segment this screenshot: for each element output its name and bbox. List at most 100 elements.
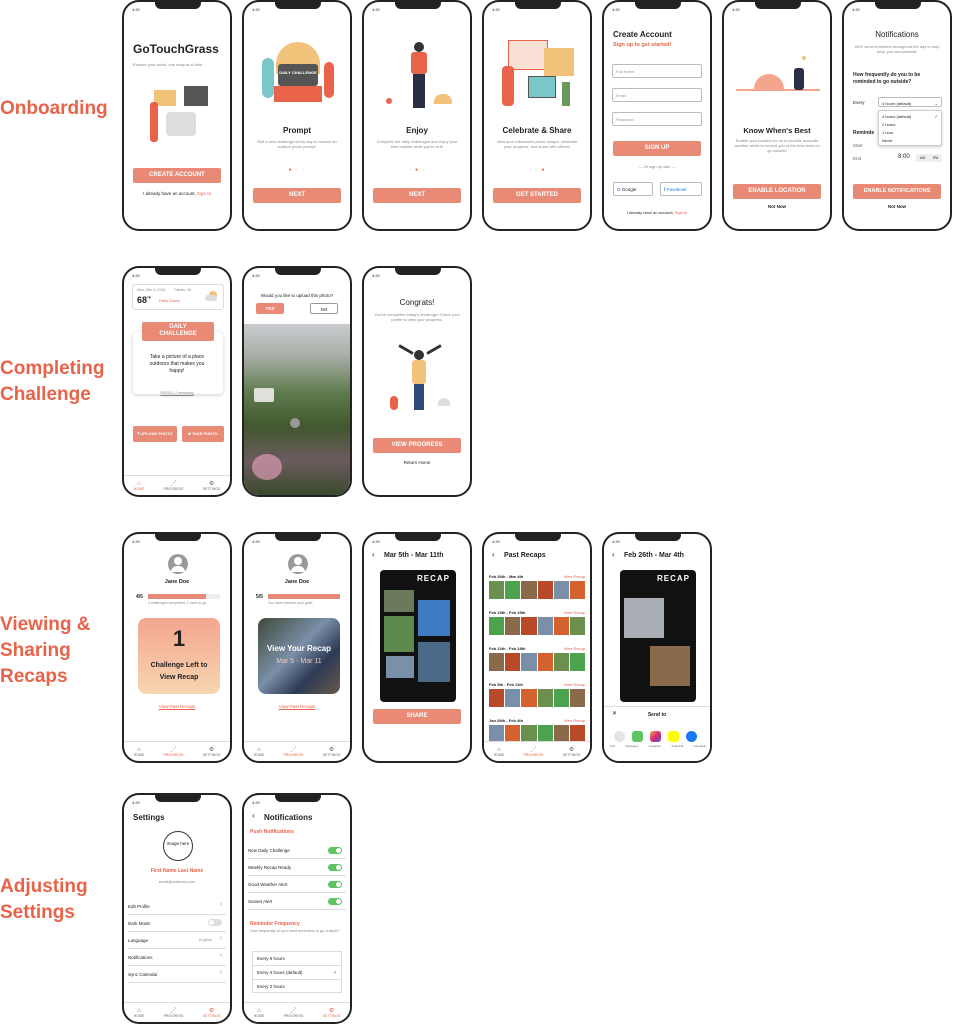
instagram-app-icon[interactable] [650,731,661,742]
nav-settings[interactable]: ⚙SETTINGS [202,481,221,491]
settings-row[interactable]: Edit Profile› [128,899,226,915]
yes-button[interactable]: YES [256,303,284,314]
close-icon[interactable]: ✕ [612,711,618,717]
enable-location-button[interactable]: ENABLE LOCATION [733,184,821,199]
nav-home[interactable]: ⌂HOME [133,1007,145,1018]
nav-progress[interactable]: ⋰PROGRESS [523,747,544,757]
next-button[interactable]: NEXT [253,188,341,203]
nav-home[interactable]: ⌂HOME [493,746,505,757]
nav-settings[interactable]: ⚙SETTINGS [202,1008,221,1018]
view-recap-link[interactable]: View Recap [563,574,585,579]
reroll-link[interactable]: REROLL 2 remaining [160,391,194,395]
nav-progress[interactable]: ⋰PROGRESS [163,747,184,757]
facebook-button[interactable]: f Facebook [660,182,702,196]
unlocked-recap-card[interactable]: View Your Recap Mar 5 - Mar 11 [258,618,340,694]
bottom-nav: ⌂HOME ⋰PROGRESS ⚙SETTINGS [124,741,230,761]
take-photo-button[interactable]: ◙ TAKE PHOTO [182,426,224,442]
nav-progress[interactable]: ⋰PROGRESS [163,1008,184,1018]
view-recap-link[interactable]: View Recap [563,610,585,615]
get-started-button[interactable]: GET STARTED [493,188,581,203]
settings-row[interactable]: Dark Mode [128,916,226,932]
recap-thumbnail-row[interactable] [489,653,586,671]
dark-mode-toggle[interactable] [208,919,222,926]
view-past-recaps-link[interactable]: View Past Recaps [278,704,316,709]
not-now-link[interactable]: Not Now [767,204,787,209]
recap-collage: RECAP [620,570,696,702]
nav-settings[interactable]: ⚙SETTINGS [322,747,341,757]
home-icon: ⌂ [137,1007,141,1014]
section-onboarding: Onboarding [0,98,108,119]
chevron-right-icon: › [219,901,222,908]
option-2-hours[interactable]: 2 hours [882,122,896,127]
view-recap-link[interactable]: View Recap [563,682,585,687]
sign-in-link[interactable]: Sign In [674,210,688,215]
messages-app-icon[interactable] [632,731,643,742]
facebook-app-icon[interactable] [686,731,697,742]
nav-progress[interactable]: ⋰PROGRESS [163,481,184,491]
google-button[interactable]: G Google [613,182,653,196]
home-icon: ⌂ [257,746,261,753]
notification-toggle[interactable] [328,864,342,871]
notification-toggle[interactable] [328,847,342,854]
notification-toggle[interactable] [328,898,342,905]
frequency-select[interactable]: 4 hours (default)⌄ [878,97,942,107]
recap-thumbnail-row[interactable] [489,581,586,599]
option-4-hours[interactable]: 4 hours (default)✓ [882,114,938,119]
nav-home[interactable]: ⌂HOME [133,746,145,757]
recap-thumbnail-row[interactable] [489,725,586,743]
nav-settings[interactable]: ⚙SETTINGS [562,747,581,757]
nav-home[interactable]: ⌂HOME [253,746,265,757]
no-button[interactable]: NO [310,303,338,314]
enable-notifications-button[interactable]: ENABLE NOTIFICATIONS [853,184,941,199]
location-title: Know When's Best [743,126,811,135]
settings-row[interactable]: Sync Calendar› [128,967,226,983]
email-field[interactable]: Email [612,88,702,102]
recap-label: RECAP [656,574,690,583]
text-app-icon[interactable] [614,731,625,742]
option-never[interactable]: Never [882,138,893,143]
snapchat-app-icon[interactable] [668,731,679,742]
nav-home[interactable]: ⌂HOME [253,1007,265,1018]
option-every-2-hours[interactable]: Every 2 hours [257,984,285,989]
return-home-link[interactable]: Return Home [403,460,431,465]
recap-thumbnail-row[interactable] [489,689,586,707]
view-recap-link[interactable]: View Recap [563,718,585,723]
sign-up-button[interactable]: SIGN UP [613,141,701,156]
end-time-input[interactable]: 8:00 [898,154,910,160]
back-icon[interactable]: ‹ [252,811,255,820]
option-1-hour[interactable]: 1 hour [882,130,894,135]
nav-progress[interactable]: ⋰PROGRESS [283,747,304,757]
nav-settings[interactable]: ⚙SETTINGS [202,747,221,757]
app-label: Messages [625,744,639,748]
progress-subtext: 4 challenges completed. 1 more to go [148,601,207,605]
nav-progress[interactable]: ⋰PROGRESS [283,1008,304,1018]
recap-thumbnail [505,725,521,743]
recap-thumbnail-row[interactable] [489,617,586,635]
next-button[interactable]: NEXT [373,188,461,203]
share-button[interactable]: SHARE [373,709,461,724]
camera-icon: ◙ [188,431,191,436]
option-every-6-hours[interactable]: Every 6 hours [253,952,341,966]
profile-image-placeholder[interactable]: image here [163,831,193,861]
sign-in-link[interactable]: Sign In [197,191,212,196]
view-progress-button[interactable]: VIEW PROGRESS [373,438,461,453]
full-name-field[interactable]: Full Name [612,64,702,78]
sunset-illustration [736,54,820,106]
nav-home[interactable]: ⌂HOME [133,480,145,491]
back-icon[interactable]: ‹ [612,550,615,559]
nav-settings[interactable]: ⚙SETTINGS [322,1008,341,1018]
view-past-recaps-link[interactable]: View Past Recaps [158,704,196,709]
back-icon[interactable]: ‹ [372,550,375,559]
screen-enjoy: 4:20 Enjoy Complete the daily challenges… [362,0,472,231]
not-now-link[interactable]: Not Now [887,204,907,209]
settings-row[interactable]: Notifications› [128,950,226,966]
create-account-button[interactable]: CREATE ACCOUNT [133,168,221,183]
password-field[interactable]: Password [612,112,702,126]
back-icon[interactable]: ‹ [492,550,495,559]
view-recap-link[interactable]: View Recap [563,646,585,651]
notification-toggle[interactable] [328,881,342,888]
upload-photo-button[interactable]: ⤒ UPLOAD PHOTO [133,426,177,442]
option-every-4-hours[interactable]: Every 4 hours (default)✓ [253,966,341,980]
